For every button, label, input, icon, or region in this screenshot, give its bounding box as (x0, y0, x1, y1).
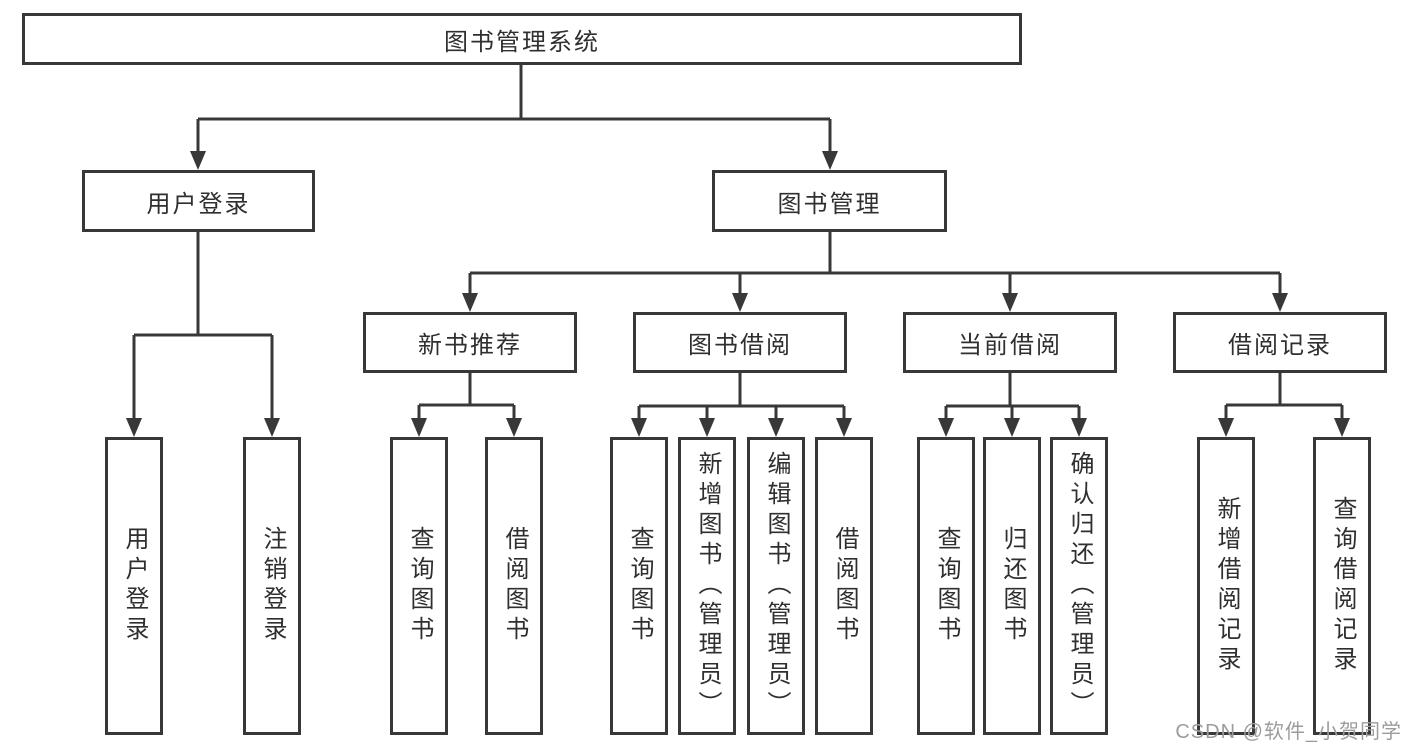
node-user-login-label: 用户登录 (146, 190, 251, 218)
leaf-add-borrow-record-label: 新增借阅记录 (1213, 496, 1240, 676)
connector-book-mgmt-children (462, 232, 1288, 312)
leaf-add-books-admin: 新增图书（管理员） (678, 437, 736, 735)
node-root: 图书管理系统 (22, 13, 1022, 65)
node-book-borrowing: 图书借阅 (633, 312, 847, 373)
leaf-confirm-return-admin-label: 确认归还（管理员） (1066, 451, 1093, 721)
connector-borrow-records-children (1218, 373, 1350, 437)
node-new-book-recommend-label: 新书推荐 (418, 332, 522, 359)
leaf-user-login-label: 用户登录 (121, 526, 148, 646)
node-book-management: 图书管理 (712, 170, 947, 232)
leaf-return-books-label: 归还图书 (999, 526, 1026, 646)
leaf-edit-books-admin-label: 编辑图书（管理员） (763, 451, 790, 721)
leaf-query-borrow-record: 查询借阅记录 (1313, 437, 1371, 735)
node-user-login: 用户登录 (82, 170, 315, 232)
node-borrowing-records-label: 借阅记录 (1228, 332, 1332, 359)
leaf-query-books-1-label: 查询图书 (406, 526, 433, 646)
leaf-edit-books-admin: 编辑图书（管理员） (747, 437, 805, 735)
node-book-borrowing-label: 图书借阅 (688, 332, 792, 359)
connector-current-borrow-children (938, 373, 1087, 437)
leaf-user-login: 用户登录 (105, 437, 163, 735)
node-current-borrowing-label: 当前借阅 (958, 332, 1062, 359)
leaf-add-books-admin-label: 新增图书（管理员） (694, 451, 721, 721)
connector-book-borrow-children (631, 373, 852, 437)
leaf-borrow-books-1-label: 借阅图书 (501, 526, 528, 646)
leaf-borrow-books-1: 借阅图书 (485, 437, 543, 735)
csdn-watermark: CSDN @软件_小贺同学 (1175, 721, 1402, 743)
leaf-logout: 注销登录 (243, 437, 301, 735)
connector-root-to-level2 (190, 64, 838, 170)
leaf-add-borrow-record: 新增借阅记录 (1197, 437, 1255, 735)
leaf-return-books: 归还图书 (983, 437, 1041, 735)
node-root-label: 图书管理系统 (444, 28, 600, 56)
leaf-query-books-2-label: 查询图书 (626, 526, 653, 646)
node-new-book-recommend: 新书推荐 (363, 312, 577, 373)
leaf-borrow-books-2: 借阅图书 (815, 437, 873, 735)
leaf-confirm-return-admin: 确认归还（管理员） (1050, 437, 1108, 735)
connector-new-book-children (411, 373, 522, 437)
leaf-query-books-3-label: 查询图书 (933, 526, 960, 646)
node-borrowing-records: 借阅记录 (1173, 312, 1387, 373)
leaf-logout-label: 注销登录 (259, 526, 286, 646)
node-current-borrowing: 当前借阅 (903, 312, 1117, 373)
leaf-query-books-1: 查询图书 (390, 437, 448, 735)
leaf-borrow-books-2-label: 借阅图书 (831, 526, 858, 646)
connector-user-login-children (126, 232, 280, 437)
node-book-management-label: 图书管理 (777, 190, 882, 218)
leaf-query-books-2: 查询图书 (610, 437, 668, 735)
leaf-query-books-3: 查询图书 (917, 437, 975, 735)
leaf-query-borrow-record-label: 查询借阅记录 (1329, 496, 1356, 676)
